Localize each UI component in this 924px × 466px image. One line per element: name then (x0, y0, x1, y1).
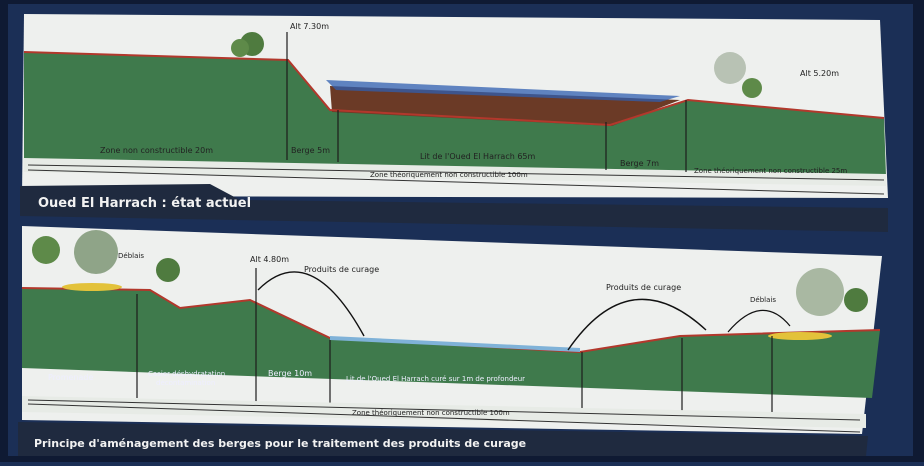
top-alt-right-label: Alt 5.20m (800, 69, 839, 78)
top-dimension-lines (27, 164, 885, 195)
bottom-panel: Alt 4.80m Produits de curage Produits de… (21, 226, 882, 434)
deblais-label-left: Déblais (118, 252, 144, 260)
bottom-zone-label-2a: Casier déshydratation (148, 370, 225, 378)
bottom-zone-total-label: Zone théoriquement non constructible 100… (352, 409, 510, 417)
top-water (326, 80, 680, 102)
top-caption: Oued El Harrach : état actuel (38, 196, 251, 211)
top-ground (24, 52, 886, 176)
top-zone-label-1: Zone non constructible 20m (100, 146, 213, 155)
bottom-zone-label-3: Berge 10m (268, 369, 312, 378)
tree (231, 32, 264, 57)
bottom-zone-label-2b: décontamination (156, 379, 215, 387)
deposit-right (768, 332, 832, 340)
top-panel: Alt 7.30m Alt 5.20m Zone non constructib… (22, 14, 888, 198)
bottom-zone-strip (22, 396, 866, 428)
top-zone-label-4: Berge 7m (620, 159, 659, 168)
produits-label-right: Produits de curage (606, 283, 681, 292)
bottom-caption: Principe d'aménagement des berges pour l… (34, 437, 526, 450)
bottom-dividers (136, 268, 773, 420)
bottom-profile-line (21, 287, 881, 354)
tree (714, 52, 762, 98)
deblais-arc-right (727, 309, 791, 333)
top-alt-left-label: Alt 7.30m (290, 22, 329, 31)
top-caption-bar (20, 184, 888, 232)
bottom-dimension-lines (27, 399, 861, 433)
produits-arc-right (567, 298, 707, 351)
top-dividers (286, 32, 687, 172)
bottom-zone-label-4: Lit de l'Oued El Harrach curé sur 1m de … (346, 375, 525, 383)
bottom-alt-left-label: Alt 4.80m (250, 255, 289, 264)
produits-arc-left (257, 271, 365, 337)
deposit-left (62, 283, 122, 291)
top-zone-label-2: Berge 5m (291, 146, 330, 155)
top-zone-total-label: Zone théoriquement non constructible 100… (370, 171, 528, 179)
deblais-label-right: Déblais (750, 296, 776, 304)
bottom-water (330, 336, 580, 352)
bottom-zone-label-1: Promenade (48, 373, 93, 382)
top-zone-label-5: Zone théoriquement non constructible 25m (694, 167, 847, 175)
bottom-caption-bar (18, 422, 868, 456)
top-riverbed (330, 86, 680, 126)
top-profile-line (23, 51, 885, 127)
top-zone-label-3: Lit de l'Oued El Harrach 65m (420, 152, 536, 161)
bottom-ground (22, 288, 880, 398)
tree (32, 230, 180, 282)
tree (796, 268, 868, 316)
produits-label-left: Produits de curage (304, 265, 379, 274)
